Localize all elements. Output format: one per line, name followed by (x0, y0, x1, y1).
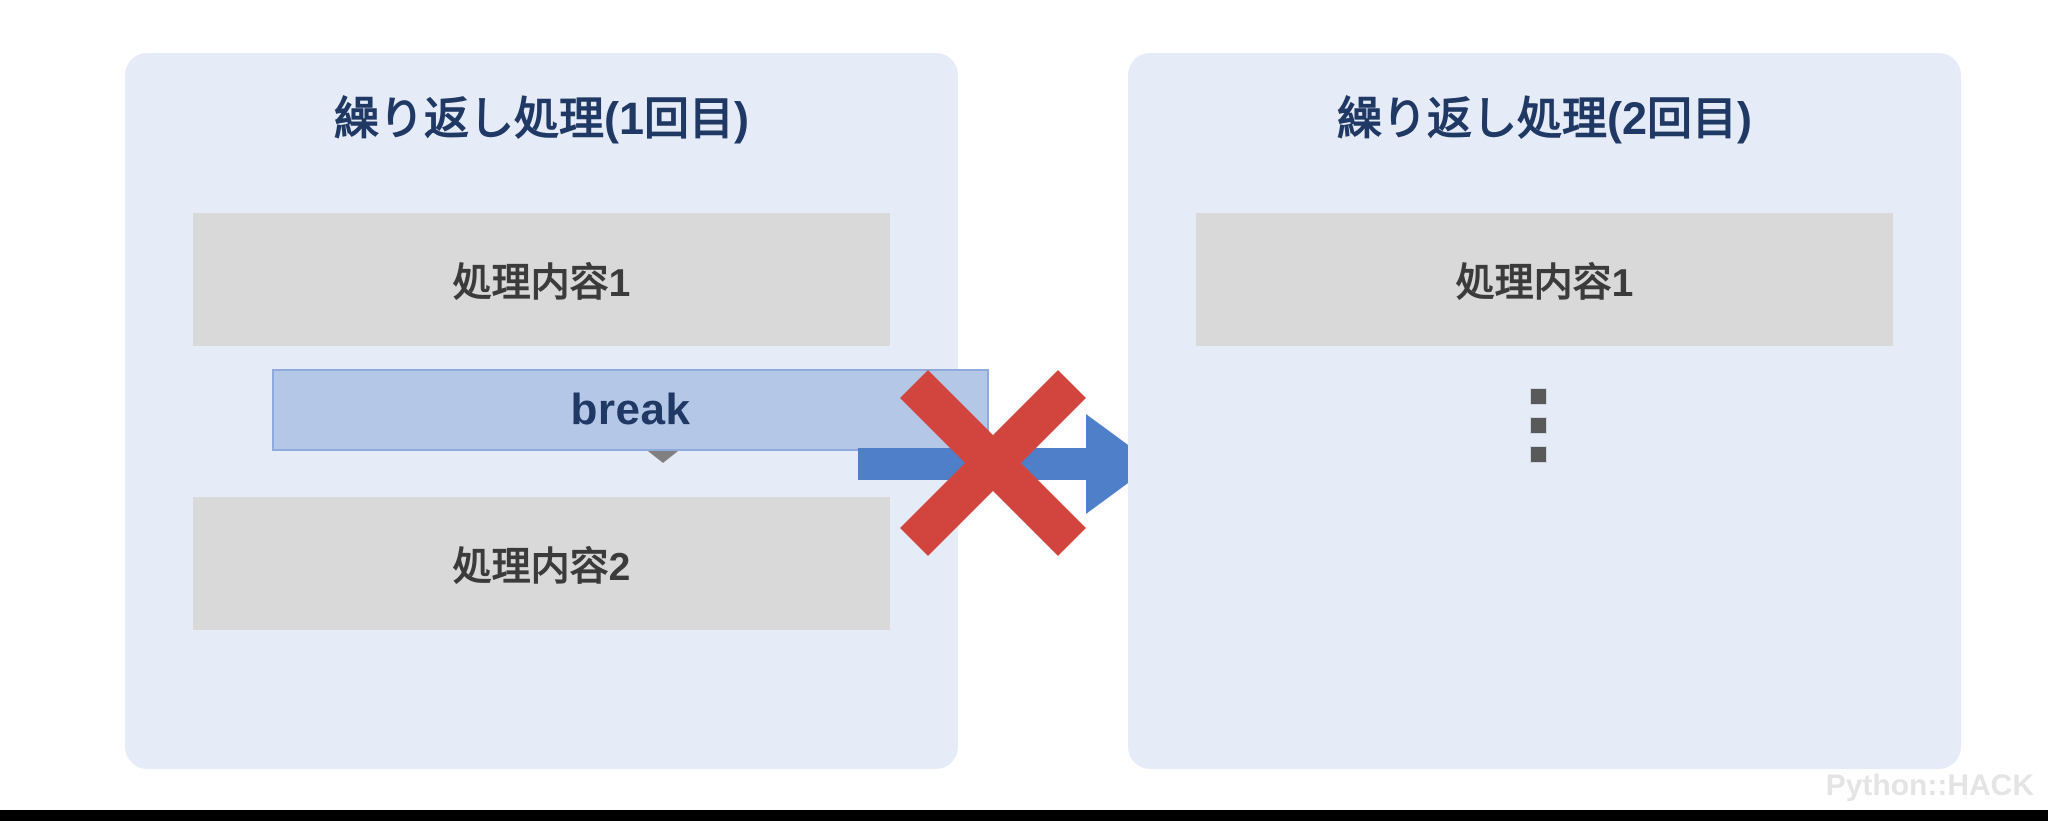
process-step-label-2: 処理内容2 (452, 545, 631, 589)
process-step-box-1: 処理内容1 (193, 213, 890, 346)
break-statement-box: break (272, 369, 989, 451)
red-cross-icon (900, 370, 1086, 556)
process-step-label-3: 処理内容1 (1455, 261, 1634, 305)
vertical-ellipsis-icon (1530, 388, 1550, 464)
loop-panel-first-iteration: 繰り返し処理(1回目) 処理内容1 break 処理内容2 (125, 53, 989, 769)
process-step-box-3: 処理内容1 (1196, 213, 1893, 346)
ellipsis-dot (1530, 446, 1547, 463)
process-step-label-1: 処理内容1 (452, 261, 631, 305)
process-step-box-2: 処理内容2 (193, 497, 890, 630)
ellipsis-dot (1530, 417, 1547, 434)
ellipsis-dot (1530, 388, 1547, 405)
loop-panel-second-iteration: 繰り返し処理(2回目) 処理内容1 (1128, 53, 1961, 769)
loop-panel-second-title: 繰り返し処理(2回目) (1337, 93, 1752, 144)
watermark-text: Python::HACK (1825, 769, 2034, 802)
bottom-bar (0, 810, 2048, 821)
loop-panel-first-title: 繰り返し処理(1回目) (334, 93, 749, 144)
break-statement-label: break (570, 385, 691, 434)
